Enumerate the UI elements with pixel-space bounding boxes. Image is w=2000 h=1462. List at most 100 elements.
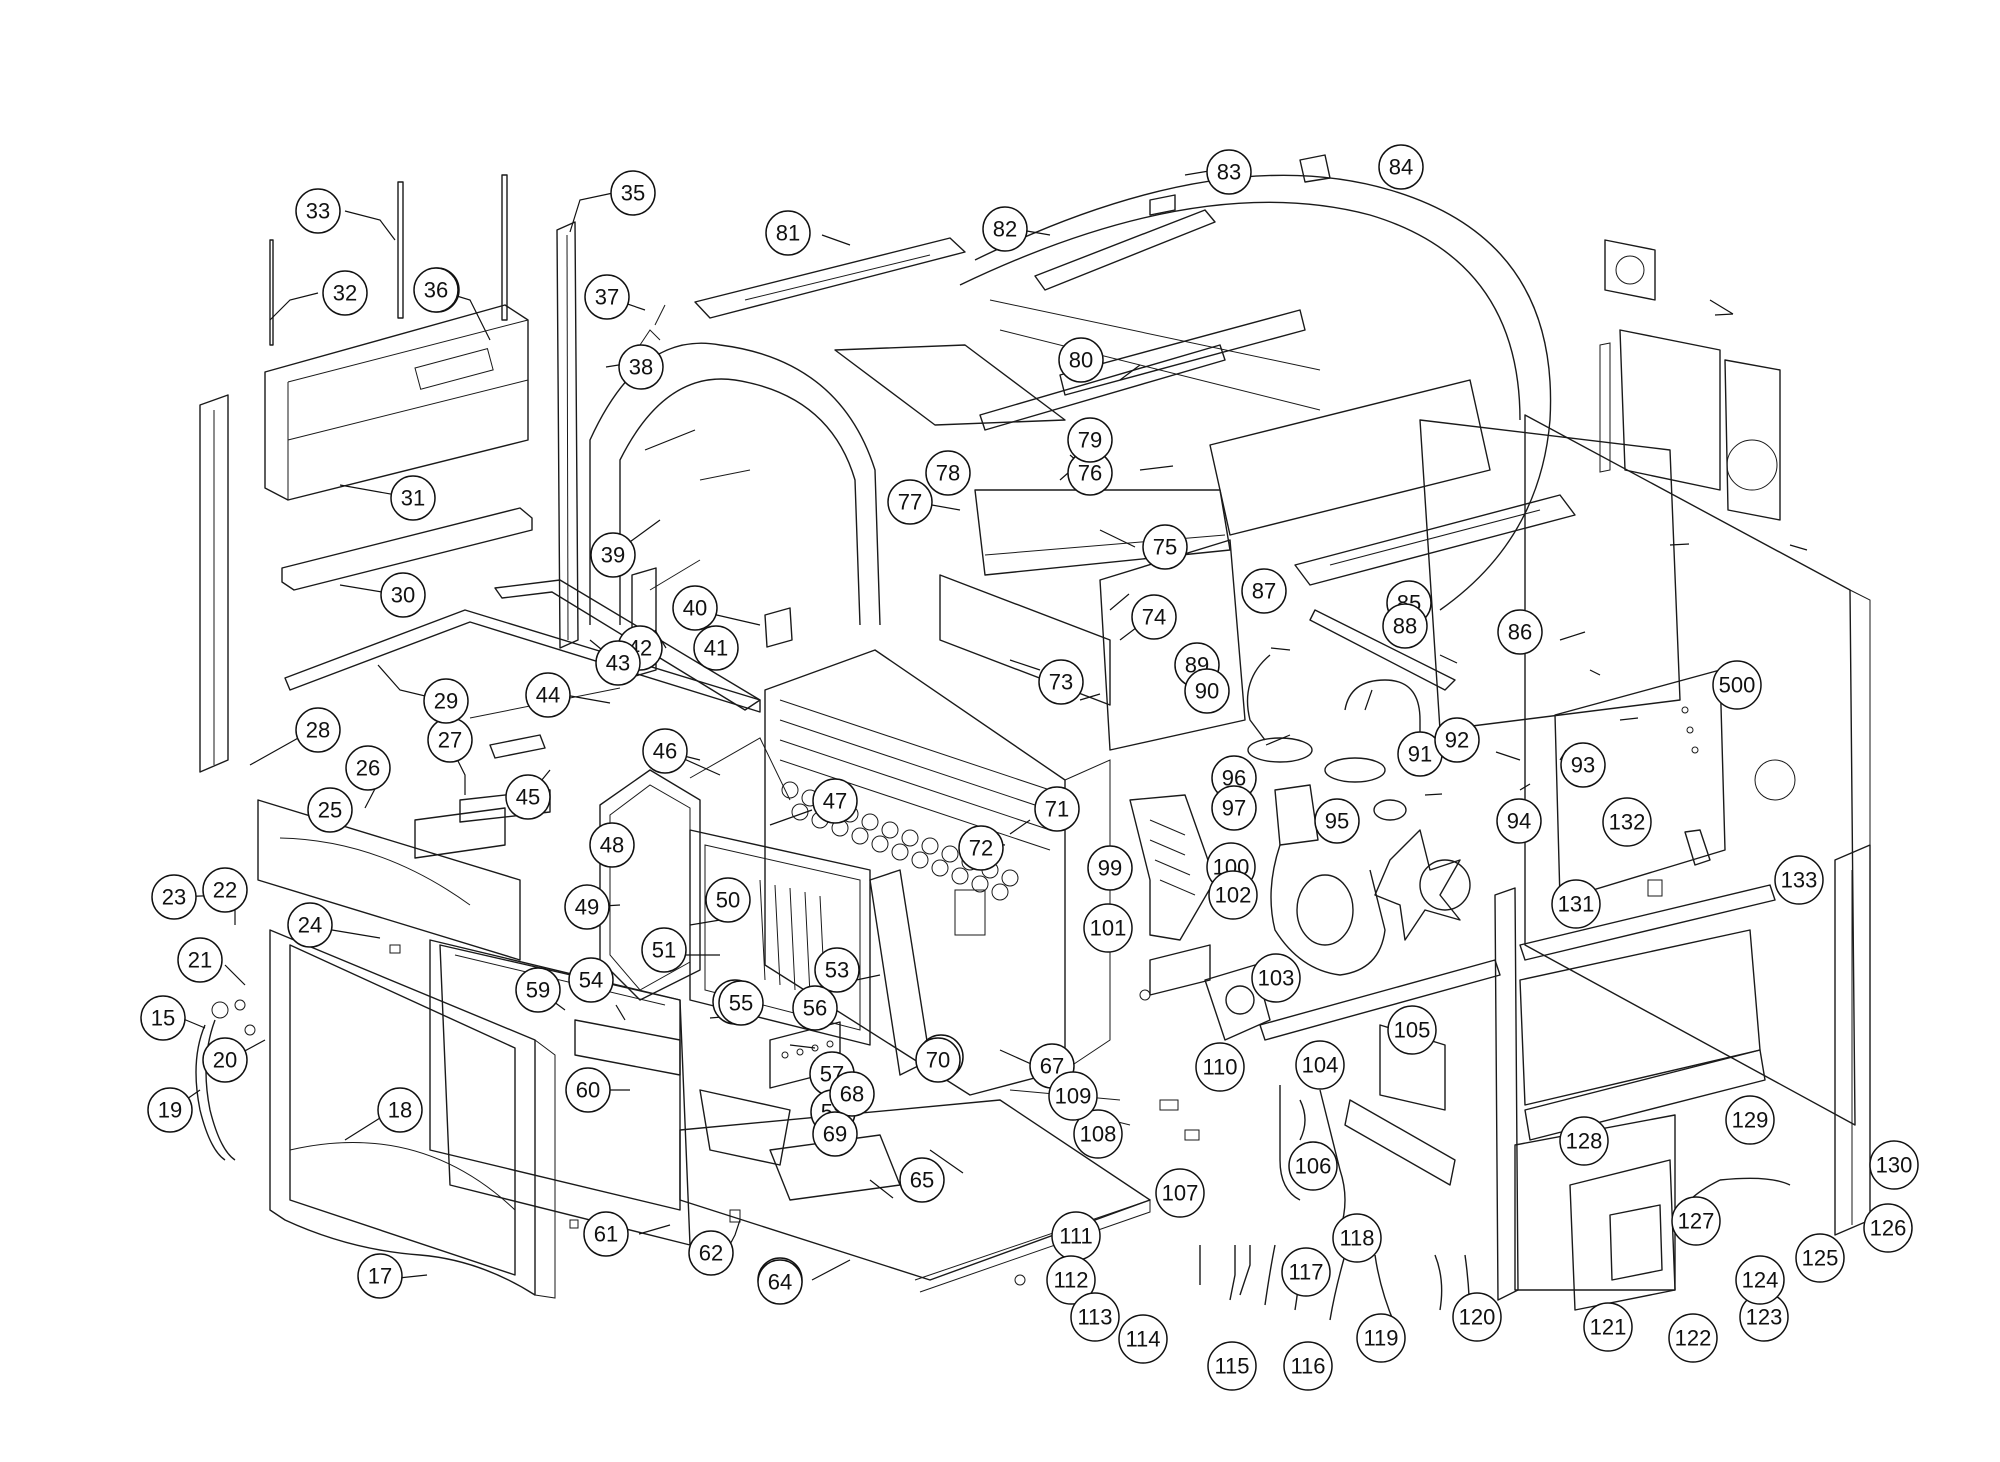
- callout-number: 127: [1678, 1209, 1715, 1234]
- callout-number: 94: [1507, 809, 1531, 834]
- callout-number: 47: [823, 789, 847, 814]
- callout-88: 88: [1382, 603, 1428, 649]
- callout-number: 117: [1288, 1260, 1323, 1285]
- callout-number: 73: [1049, 670, 1073, 695]
- callout-circle: [1735, 1255, 1785, 1305]
- callout-circle: [1559, 1116, 1609, 1166]
- callout-circle: [1207, 1341, 1257, 1391]
- callout-number: 28: [306, 718, 330, 743]
- callout-circle: [1048, 1071, 1098, 1121]
- callout-circle: [1067, 417, 1113, 463]
- callout-number: 129: [1732, 1108, 1769, 1133]
- callout-31: 31: [390, 475, 436, 521]
- callout-number: 27: [438, 728, 462, 753]
- callout-number: 59: [526, 978, 550, 1003]
- callout-102: 102: [1208, 870, 1258, 920]
- callout-number: 110: [1202, 1055, 1237, 1080]
- callout-number: 69: [823, 1122, 847, 1147]
- callout-68: 68: [829, 1071, 875, 1117]
- callout-circle: [1142, 524, 1188, 570]
- callout-number: 70: [926, 1048, 950, 1073]
- callout-balloons: 1517181920212223242526272829303132333435…: [140, 144, 1919, 1391]
- callout-number: 37: [595, 285, 619, 310]
- callout-125: 125: [1795, 1233, 1845, 1283]
- callout-131: 131: [1551, 879, 1601, 929]
- callout-62: 62: [688, 1230, 734, 1276]
- callout-46: 46: [642, 728, 688, 774]
- callout-circle: [1087, 845, 1133, 891]
- callout-circle: [1206, 149, 1252, 195]
- callout-circle: [595, 640, 641, 686]
- callout-circle: [1602, 797, 1652, 847]
- callout-number: 74: [1142, 605, 1166, 630]
- callout-number: 49: [575, 895, 599, 920]
- callout-circle: [1774, 855, 1824, 905]
- callout-37: 37: [584, 274, 630, 320]
- callout-circle: [1497, 609, 1543, 655]
- callout-number: 24: [298, 913, 322, 938]
- callout-123: 123: [1739, 1292, 1789, 1342]
- callout-49: 49: [564, 884, 610, 930]
- callout-105: 105: [1387, 1005, 1437, 1055]
- callout-94: 94: [1496, 798, 1542, 844]
- callout-103: 103: [1251, 953, 1301, 1003]
- callout-number: 62: [699, 1241, 723, 1266]
- callout-number: 114: [1125, 1327, 1160, 1352]
- callout-circle: [1452, 1292, 1502, 1342]
- callout-87: 87: [1241, 568, 1287, 614]
- callout-circle: [1295, 1040, 1345, 1090]
- callout-circle: [1869, 1140, 1919, 1190]
- callout-circle: [829, 1071, 875, 1117]
- callout-number: 133: [1781, 868, 1818, 893]
- callout-53: 53: [814, 947, 860, 993]
- callout-circle: [1195, 1042, 1245, 1092]
- callout-56: 56: [792, 985, 838, 1031]
- callout-circle: [672, 585, 718, 631]
- callout-circle: [1283, 1341, 1333, 1391]
- callout-18: 18: [377, 1087, 423, 1133]
- callout-number: 116: [1290, 1354, 1325, 1379]
- callout-number: 90: [1195, 679, 1219, 704]
- callout-72: 72: [958, 825, 1004, 871]
- callout-circle: [1131, 594, 1177, 640]
- callout-number: 67: [1040, 1054, 1064, 1079]
- callout-115: 115: [1207, 1341, 1257, 1391]
- callout-circle: [1387, 1005, 1437, 1055]
- callout-number: 87: [1252, 579, 1276, 604]
- callout-number: 39: [601, 543, 625, 568]
- callout-circle: [140, 995, 186, 1041]
- callout-number: 92: [1445, 728, 1469, 753]
- callout-45: 45: [505, 774, 551, 820]
- callout-circle: [583, 1211, 629, 1257]
- callout-129: 129: [1725, 1095, 1775, 1145]
- callout-circle: [515, 967, 561, 1013]
- callout-circle: [589, 822, 635, 868]
- callout-number: 17: [368, 1264, 392, 1289]
- callout-number: 40: [683, 596, 707, 621]
- callout-number: 102: [1215, 883, 1252, 908]
- callout-number: 99: [1098, 856, 1122, 881]
- callout-circle: [307, 787, 353, 833]
- callout-number: 81: [776, 221, 800, 246]
- callout-number: 54: [579, 968, 603, 993]
- callout-number: 93: [1571, 753, 1595, 778]
- callout-circle: [1725, 1095, 1775, 1145]
- callout-number: 19: [158, 1098, 182, 1123]
- callout-circle: [642, 728, 688, 774]
- callout-number: 61: [594, 1222, 618, 1247]
- callout-number: 88: [1393, 614, 1417, 639]
- callout-circle: [1241, 568, 1287, 614]
- callout-number: 30: [391, 583, 415, 608]
- callout-number: 83: [1217, 160, 1241, 185]
- callout-circle: [390, 475, 436, 521]
- callout-number: 101: [1090, 916, 1127, 941]
- callout-number: 113: [1077, 1305, 1112, 1330]
- callout-number: 35: [621, 181, 645, 206]
- callout-circle: [177, 937, 223, 983]
- callout-20: 20: [202, 1037, 248, 1083]
- callout-circle: [377, 1087, 423, 1133]
- callout-number: 78: [936, 461, 960, 486]
- callout-127: 127: [1671, 1196, 1721, 1246]
- callout-33: 33: [295, 188, 341, 234]
- callout-circle: [505, 774, 551, 820]
